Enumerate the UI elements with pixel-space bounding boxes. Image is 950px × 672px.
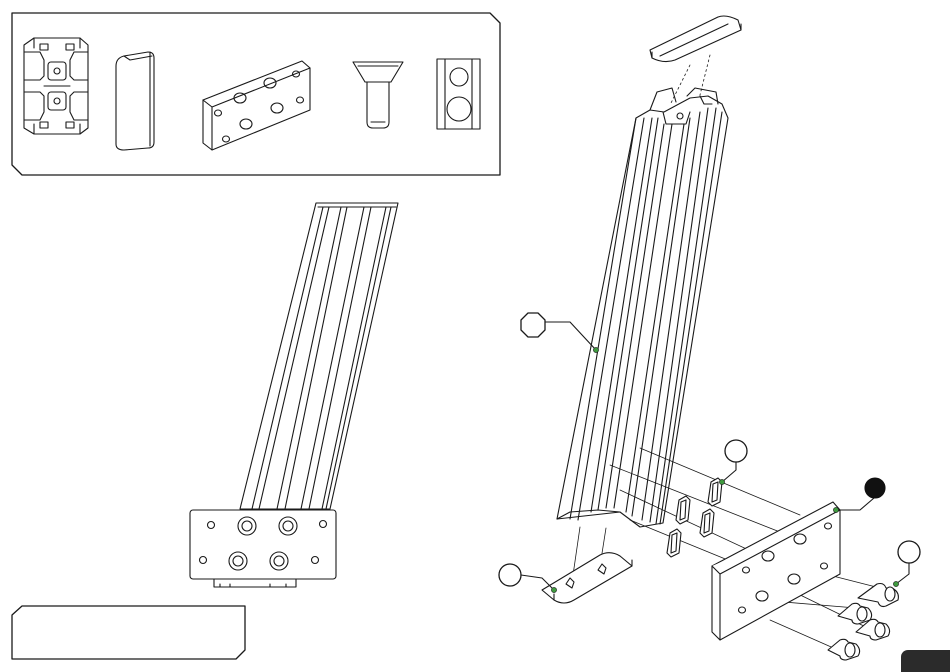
leader-dot: [719, 479, 724, 484]
parts-panel: [12, 13, 500, 175]
leader-dot: [593, 347, 598, 352]
leader-dot: [893, 581, 898, 586]
screw: [838, 603, 872, 624]
callout-leader-profile: [544, 322, 596, 350]
assembled-profile: [240, 203, 398, 509]
exploded-base-plate: [712, 502, 840, 640]
page-number-tab: [901, 650, 950, 672]
callout-leader-base-plate: [836, 498, 874, 510]
top-end-cap: [650, 16, 741, 62]
leader-dot: [833, 507, 838, 512]
slot-nut: [676, 496, 690, 524]
slot-nut: [667, 529, 681, 557]
callout-end-cap: [499, 564, 521, 586]
callout-leader-slot-nut: [722, 462, 736, 482]
assembled-base-plate: [190, 510, 336, 587]
callout-screw: [898, 541, 920, 563]
leader-dot: [551, 587, 556, 592]
exploded-profile: [557, 88, 728, 527]
callout-profile: [521, 313, 545, 337]
callout-base-plate: [865, 478, 885, 498]
callout-slot-nut: [725, 440, 747, 462]
slot-nut: [700, 509, 714, 537]
caption-box: [12, 606, 245, 659]
callout-leader-screw: [896, 563, 909, 584]
screw: [828, 639, 860, 660]
bottom-end-cap: [542, 553, 632, 603]
screw: [858, 584, 898, 607]
